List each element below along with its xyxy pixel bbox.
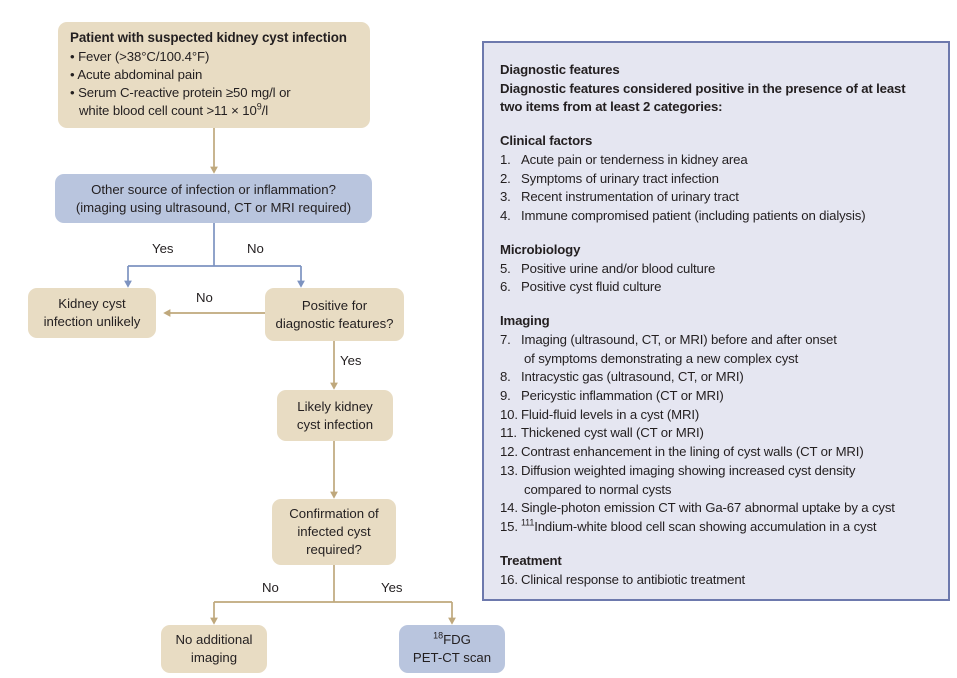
panel-item-text: Positive cyst fluid culture [521, 279, 662, 295]
panel-item-number: 12. [500, 444, 518, 460]
panel-section-title: Microbiology [500, 241, 581, 257]
panel-item-number: 13. [500, 462, 518, 478]
panel-list-item: 7. Imaging (ultrasound, CT, or MRI) befor… [500, 331, 932, 368]
start-box-bullet-1: • Fever (>38°C/100.4°F) [70, 49, 210, 65]
panel-item-text: Clinical response to antibiotic treatmen… [521, 571, 746, 587]
panel-item-text: Fluid-fluid levels in a cyst (MRI) [521, 406, 700, 422]
other-source-line-2: (imaging using ultrasound, CT or MRI req… [75, 199, 352, 215]
edge-label-confirm-no: No [262, 580, 279, 595]
panel-list-item: 16.Clinical response to antibiotic treat… [500, 571, 932, 590]
panel-list-item: 8. Intracystic gas (ultrasound, CT, or MR… [500, 368, 932, 387]
panel-item-text: Intracystic gas (ultrasound, CT, or MRI) [521, 369, 744, 385]
start-box-bullet-2: • Acute abdominal pain [70, 67, 203, 83]
panel-item-number: 11. [500, 425, 517, 441]
edge-label-positive-no: No [196, 290, 213, 305]
panel-item-text: Diffusion weighted imaging showing incre… [521, 462, 932, 499]
no-imaging-line-2: imaging [190, 650, 238, 665]
panel-item-number: 5. [500, 260, 511, 276]
confirmation-line-2: infected cyst [297, 524, 371, 540]
panel-item-number: 9. [500, 388, 511, 404]
panel-item-number: 2. [500, 170, 511, 186]
edge-label-confirm-yes: Yes [381, 580, 403, 595]
panel-section-title: Clinical factors [500, 133, 593, 149]
panel-item-continuation: of symptoms demonstrating a new complex … [524, 350, 799, 366]
panel-sections: Clinical factors 1. Acute pain or tenderne… [500, 117, 932, 589]
panel-item-text: Acute pain or tenderness in kidney area [521, 151, 748, 167]
panel-list-item: 12.Contrast enhancement in the lining of… [500, 443, 932, 462]
edge-label-other-source-no: No [247, 241, 264, 256]
other-source-line-1: Other source of infection or inflammatio… [91, 181, 336, 197]
edge-label-positive-yes: Yes [340, 353, 362, 368]
panel-list-item: 13.Diffusion weighted imaging showing in… [500, 462, 932, 499]
panel-section-gap [500, 226, 932, 241]
panel-item-number: 3. [500, 189, 511, 205]
panel-list-item: 4. Immune compromised patient (including … [500, 207, 932, 226]
panel-list-item: 1. Acute pain or tenderness in kidney are… [500, 151, 932, 170]
panel-list-item: 14.Single-photon emission CT with Ga-67 … [500, 499, 932, 518]
panel-item-text: Immune compromised patient (including pa… [521, 208, 866, 224]
unlikely-line-2: infection unlikely [43, 314, 141, 329]
diagnostic-features-panel: Diagnostic features Diagnostic features … [482, 41, 950, 601]
panel-section-gap [500, 537, 932, 552]
pet-ct-line-2: PET-CT scan [412, 650, 492, 665]
panel-item-number: 1. [500, 151, 511, 167]
panel-list-item: 2. Symptoms of urinary tract infection [500, 170, 932, 189]
panel-item-text: Thickened cyst wall (CT or MRI) [521, 425, 704, 441]
panel-list-item: 15.111Indium-white blood cell scan showi… [500, 518, 932, 537]
edge-label-other-source-yes: Yes [152, 241, 174, 256]
positive-line-1: Positive for [301, 297, 368, 313]
node-positive-for-diagnostic-features: Positive for diagnostic features? [265, 288, 404, 341]
confirmation-line-1: Confirmation of [289, 506, 379, 522]
panel-item-text: Contrast enhancement in the lining of cy… [521, 444, 864, 460]
panel-heading: Diagnostic features [500, 62, 620, 77]
panel-section-title: Treatment [500, 552, 562, 568]
panel-item-text: Single-photon emission CT with Ga-67 abn… [521, 500, 895, 516]
panel-item-number: 16. [500, 571, 518, 587]
confirmation-line-3: required? [306, 541, 362, 557]
panel-subheading-line-2: two items from at least 2 categories: [500, 99, 723, 115]
pet-ct-line-1: 18FDG [433, 630, 471, 648]
panel-section-gap [500, 117, 932, 132]
panel-item-text: Imaging (ultrasound, CT, or MRI) before … [521, 331, 932, 368]
start-box-bullet-3-continuation: white blood cell count >11 × 109/l [79, 101, 269, 118]
start-box-title: Patient with suspected kidney cyst infec… [70, 30, 347, 46]
node-kidney-cyst-infection-unlikely: Kidney cyst infection unlikely [28, 288, 156, 338]
panel-item-number: 15. [500, 519, 518, 535]
panel-section-title: Imaging [500, 313, 550, 329]
panel-item-number: 7. [500, 331, 511, 347]
panel-item-number: 8. [500, 369, 511, 385]
panel-item-number: 10. [500, 406, 518, 422]
panel-list-item: 5. Positive urine and/or blood culture [500, 260, 932, 279]
panel-item-text: Positive urine and/or blood culture [521, 260, 716, 276]
panel-item-number: 14. [500, 500, 518, 516]
likely-line-2: cyst infection [296, 416, 374, 432]
node-other-source-of-infection: Other source of infection or inflammatio… [55, 174, 372, 223]
panel-list-item: 3. Recent instrumentation of urinary trac… [500, 188, 932, 207]
panel-item-number: 6. [500, 279, 511, 295]
node-fdg-pet-ct-scan: 18FDG PET-CT scan [399, 625, 505, 673]
node-no-additional-imaging: No additional imaging [161, 625, 267, 673]
node-patient-suspected-infection: Patient with suspected kidney cyst infec… [58, 22, 370, 128]
panel-item-number: 4. [500, 208, 511, 224]
panel-item-text: Pericystic inflammation (CT or MRI) [521, 388, 724, 404]
likely-line-1: Likely kidney [297, 398, 373, 414]
panel-section-gap [500, 297, 932, 312]
panel-list-item: 11.Thickened cyst wall (CT or MRI) [500, 424, 932, 443]
start-box-bullet-3: • Serum C-reactive protein ≥50 mg/l or [70, 85, 291, 101]
panel-list-item: 6. Positive cyst fluid culture [500, 278, 932, 297]
panel-item-text: 111Indium-white blood cell scan showing … [521, 517, 877, 535]
unlikely-line-1: Kidney cyst [58, 296, 126, 312]
panel-item-text: Symptoms of urinary tract infection [521, 170, 719, 186]
panel-list-item: 10.Fluid-fluid levels in a cyst (MRI) [500, 406, 932, 425]
node-likely-kidney-cyst-infection: Likely kidney cyst infection [277, 390, 393, 441]
node-confirmation-of-infected-cyst: Confirmation of infected cyst required? [272, 499, 396, 565]
panel-item-continuation: compared to normal cysts [524, 481, 672, 497]
no-imaging-line-1: No additional [175, 632, 253, 648]
positive-line-2: diagnostic features? [275, 315, 394, 331]
panel-subheading-line-1: Diagnostic features considered positive … [500, 80, 906, 96]
panel-list-item: 9. Pericystic inflammation (CT or MRI) [500, 387, 932, 406]
panel-item-superscript: 111 [521, 517, 535, 528]
panel-item-text: Recent instrumentation of urinary tract [521, 189, 739, 205]
